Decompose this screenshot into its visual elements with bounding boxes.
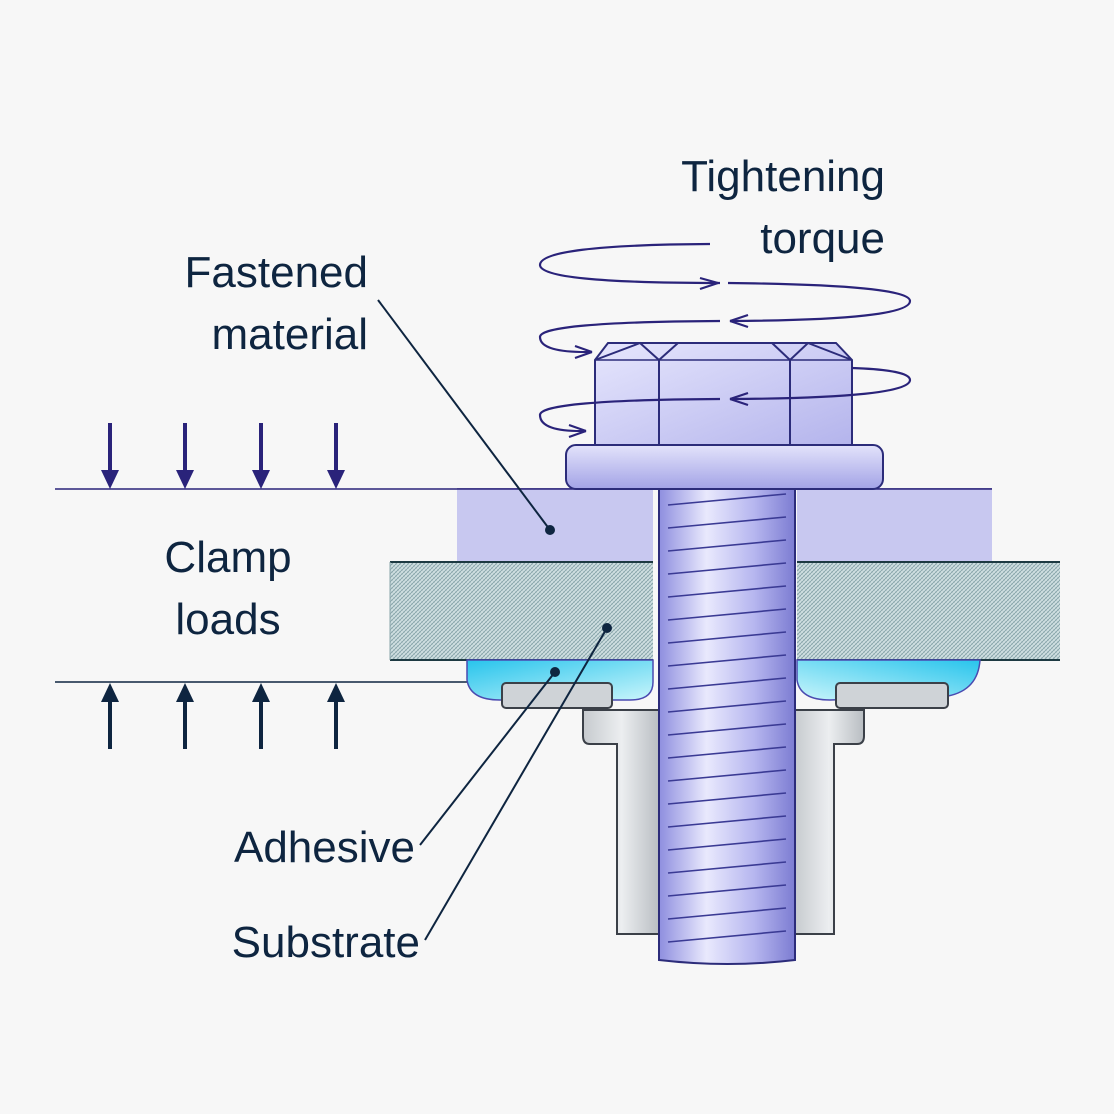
arrow-up-icon [101, 683, 119, 749]
clamp-label-line2: loads [175, 595, 281, 644]
arrow-down-icon [252, 423, 270, 489]
leader-dots [545, 525, 612, 677]
arrow-up-icon [176, 683, 194, 749]
fastened-material-label: Fastened material [100, 242, 368, 366]
fastened-label-line1: Fastened [184, 248, 368, 297]
leader-lines [377, 299, 608, 941]
clamp-loads-label: Clamp loads [118, 527, 338, 651]
torque-label: Tightening torque [600, 146, 885, 270]
arrow-down-icon [176, 423, 194, 489]
bolt-flange [565, 444, 884, 490]
torque-label-line2: torque [760, 214, 885, 263]
fastened-label-line2: material [211, 310, 369, 359]
adhesive-label: Adhesive [233, 823, 415, 872]
arrow-up-icon [252, 683, 270, 749]
rivet-nut [501, 682, 949, 935]
clamp-arrows-up [101, 683, 345, 749]
substrate-label: Substrate [231, 918, 420, 967]
torque-arrows [538, 242, 912, 439]
clamp-arrows-down [101, 423, 345, 489]
torque-label-line1: Tightening [681, 152, 885, 201]
arrow-down-icon [101, 423, 119, 489]
arrow-up-icon [327, 683, 345, 749]
bolt-head [594, 341, 853, 446]
clamp-label-line1: Clamp [164, 533, 292, 582]
bolt-shank [658, 488, 796, 965]
substrate [389, 561, 1060, 661]
arrow-down-icon [327, 423, 345, 489]
